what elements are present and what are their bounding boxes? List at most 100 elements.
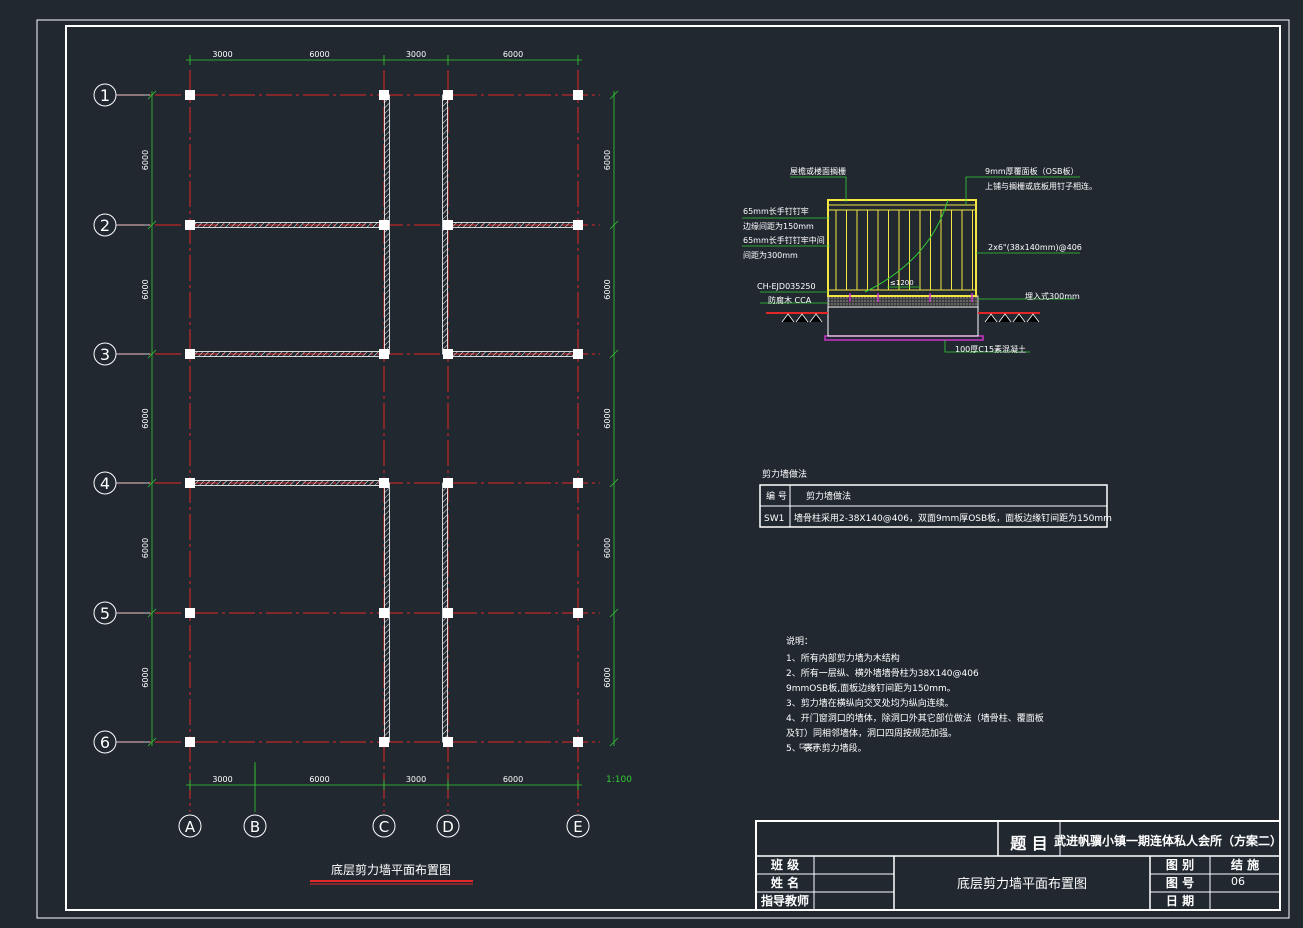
note-line: 3、剪力墙在横纵向交叉处均为纵向连续。 bbox=[786, 697, 954, 709]
note-line: 5、 表示剪力墙段。 bbox=[786, 742, 867, 754]
axis-bubble-col bbox=[436, 814, 460, 838]
column-marker bbox=[185, 90, 195, 100]
category-value: 结 施 bbox=[1231, 857, 1259, 872]
column-marker bbox=[573, 608, 583, 618]
column-marker bbox=[573, 220, 583, 230]
column-marker bbox=[379, 220, 389, 230]
column-marker bbox=[379, 478, 389, 488]
dim-text: 6000 bbox=[141, 538, 150, 558]
shear-wall-row-2-left bbox=[189, 222, 385, 228]
dim-text: 6000 bbox=[503, 775, 523, 784]
detail-label-joist: 屋檐或楼面搁栅 bbox=[790, 166, 846, 176]
name-label: 姓 名 bbox=[771, 875, 799, 890]
column-marker bbox=[443, 478, 453, 488]
wall-frame bbox=[827, 199, 977, 297]
dim-tick bbox=[609, 349, 619, 359]
dim-tick bbox=[147, 220, 157, 230]
footing-slab bbox=[824, 335, 984, 341]
earth-hatch-left bbox=[781, 313, 823, 323]
bracing-leader bbox=[864, 199, 949, 293]
note-line: 1、所有内部剪力墙为木结构 bbox=[786, 652, 900, 664]
axis-label-row: 1 bbox=[100, 86, 110, 105]
table-cell-id: SW1 bbox=[764, 514, 784, 524]
axis-label-row: 2 bbox=[100, 216, 110, 235]
axis-label-col: D bbox=[442, 818, 454, 836]
earth-hatch-right bbox=[984, 313, 1040, 323]
detail-label-nail-2: 边缘间距为150mm bbox=[743, 221, 814, 231]
dim-text: 6000 bbox=[141, 667, 150, 687]
column-marker bbox=[443, 737, 453, 747]
dim-text: 3000 bbox=[212, 50, 232, 59]
axis-label-col: C bbox=[379, 818, 389, 836]
plan-title: 底层剪力墙平面布置图 bbox=[331, 862, 451, 877]
column-marker bbox=[443, 90, 453, 100]
dim-text: 6000 bbox=[309, 775, 329, 784]
dim-text: 3000 bbox=[406, 50, 426, 59]
detail-label-embed: 埋入式300mm bbox=[1025, 291, 1080, 301]
wall-section-detail: 屋檐或楼面搁栅 9mm厚覆面板（OSB板） 上铺与搁栅或底板用钉子相连。 65m… bbox=[742, 166, 1097, 354]
axis-bubble-col bbox=[566, 814, 590, 838]
table-caption: 剪力墙做法 bbox=[762, 468, 807, 480]
note-line: 4、开门窗洞口的墙体，除洞口外其它部位做法（墙骨柱、覆面板 bbox=[786, 712, 1044, 724]
detail-label-sill: 防腐木 CCA bbox=[768, 295, 812, 305]
axis-label-col: A bbox=[185, 818, 196, 836]
axis-label-row: 4 bbox=[100, 474, 110, 493]
axis-bubble-col bbox=[243, 814, 267, 838]
dim-text: 6000 bbox=[603, 279, 612, 299]
dim-tick bbox=[609, 220, 619, 230]
column-markers bbox=[185, 90, 583, 747]
date-label: 日 期 bbox=[1166, 893, 1194, 908]
table-cell-method: 墙骨柱采用2-38X140@406，双面9mm厚OSB板，面板边缘钉间距为150… bbox=[794, 512, 1112, 524]
detail-label-spacing: ≤1200 bbox=[890, 279, 914, 287]
project-label: 题 目 bbox=[1010, 834, 1048, 853]
advisor-label: 指导教师 bbox=[761, 893, 809, 908]
inner-border bbox=[65, 25, 1281, 911]
column-marker bbox=[185, 478, 195, 488]
column-marker bbox=[573, 349, 583, 359]
note-line: 9mmOSB板,面板边缘钉间距为150mm。 bbox=[786, 682, 956, 694]
dim-tick bbox=[609, 478, 619, 488]
anchor-bolts bbox=[849, 293, 973, 302]
column-marker bbox=[185, 737, 195, 747]
dim-tick bbox=[147, 349, 157, 359]
dim-text: 6000 bbox=[603, 150, 612, 170]
dim-text: 6000 bbox=[141, 279, 150, 299]
dim-tick bbox=[609, 737, 619, 747]
axis-label-row: 5 bbox=[100, 604, 110, 623]
general-notes: 说明： 1、所有内部剪力墙为木结构 2、所有一层纵、横外墙墙骨柱为38X140@… bbox=[786, 635, 1044, 754]
axis-label-col: E bbox=[573, 818, 582, 836]
column-marker bbox=[379, 608, 389, 618]
plan-scale: 1:100 bbox=[606, 775, 632, 785]
axis-label-row: 6 bbox=[100, 733, 110, 752]
column-marker bbox=[185, 608, 195, 618]
column-marker bbox=[379, 90, 389, 100]
column-marker bbox=[185, 349, 195, 359]
dim-tick bbox=[609, 608, 619, 618]
axis-bubble-col bbox=[178, 814, 202, 838]
note-line: 及钉）同相邻墙体，洞口四周按规范加强。 bbox=[786, 727, 957, 739]
dim-tick bbox=[147, 608, 157, 618]
dim-text: 6000 bbox=[603, 667, 612, 687]
column-marker bbox=[443, 220, 453, 230]
detail-label-nail-1: 65mm长手钉钉牢 bbox=[743, 206, 809, 216]
axis-bubble-col bbox=[372, 814, 396, 838]
wall-legend-swatch bbox=[799, 743, 819, 749]
dim-text: 6000 bbox=[603, 538, 612, 558]
dim-text: 6000 bbox=[503, 50, 523, 59]
shear-wall-row-3-right bbox=[447, 351, 579, 357]
table-header-method: 剪力墙做法 bbox=[806, 490, 851, 502]
column-marker bbox=[443, 349, 453, 359]
dim-tick bbox=[147, 737, 157, 747]
category-label: 图 别 bbox=[1166, 858, 1194, 872]
outer-border bbox=[36, 19, 1290, 919]
axis-label-col: B bbox=[250, 818, 260, 836]
shear-wall-row-2-right bbox=[447, 222, 579, 228]
detail-label-base: 100厚C15素混凝土 bbox=[955, 344, 1026, 354]
column-marker bbox=[443, 608, 453, 618]
drawing-name: 底层剪力墙平面布置图 bbox=[957, 876, 1087, 892]
column-marker bbox=[573, 90, 583, 100]
